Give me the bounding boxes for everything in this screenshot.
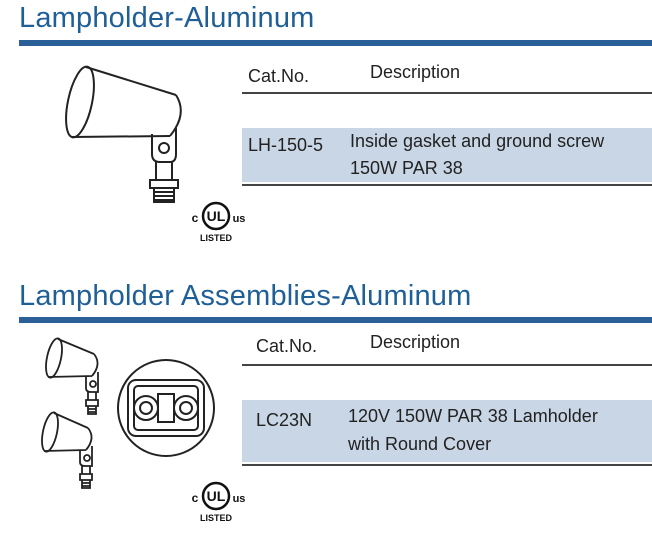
- cell-cat: LC23N: [256, 410, 313, 430]
- table-row: [242, 128, 652, 182]
- ul-left: c: [192, 491, 199, 505]
- section-lampholder-assemblies: Lampholder Assemblies-Aluminum: [0, 270, 652, 537]
- ul-bottom: LISTED: [200, 513, 233, 523]
- ul-bottom: LISTED: [200, 233, 233, 243]
- header-divider: [242, 364, 652, 366]
- section-divider: [19, 40, 652, 46]
- product-table: Cat.No. Description LC23N 120V 150W PAR …: [242, 330, 652, 500]
- ul-left: c: [192, 211, 199, 225]
- cell-cat: LH-150-5: [248, 135, 324, 155]
- ul-right: us: [233, 213, 246, 225]
- col-header-desc: Description: [370, 62, 461, 82]
- row-divider: [242, 184, 652, 186]
- row-divider: [242, 464, 652, 466]
- cell-desc-line2: 150W PAR 38: [350, 158, 463, 178]
- cell-desc-line1: Inside gasket and ground screw: [350, 131, 605, 151]
- section-divider: [19, 317, 652, 323]
- ul-center: UL: [207, 488, 226, 504]
- round-cover-image: [117, 359, 215, 457]
- col-header-cat: Cat.No.: [256, 336, 318, 356]
- table-row: [242, 400, 652, 462]
- section-title: Lampholder Assemblies-Aluminum: [19, 280, 472, 312]
- ul-center: UL: [207, 208, 226, 224]
- cell-desc-line2: with Round Cover: [348, 434, 492, 454]
- col-header-desc: Description: [370, 332, 461, 352]
- ul-listed-icon: UL c us LISTED: [192, 481, 246, 523]
- lampholder-image: [65, 65, 182, 203]
- section-lampholder-aluminum: Lampholder-Aluminum UL c us LISTED Cat.N…: [0, 0, 652, 260]
- col-header-cat: Cat.No.: [248, 66, 310, 86]
- cell-desc-line1: 120V 150W PAR 38 Lamholder: [348, 406, 598, 426]
- lampholder-pair-image: [41, 337, 99, 489]
- header-divider: [242, 92, 652, 94]
- section-title: Lampholder-Aluminum: [19, 2, 315, 34]
- product-table: Cat.No. Description LH-150-5 Inside gask…: [242, 60, 652, 220]
- ul-listed-icon: UL c us LISTED: [192, 201, 246, 243]
- ul-right: us: [233, 493, 246, 505]
